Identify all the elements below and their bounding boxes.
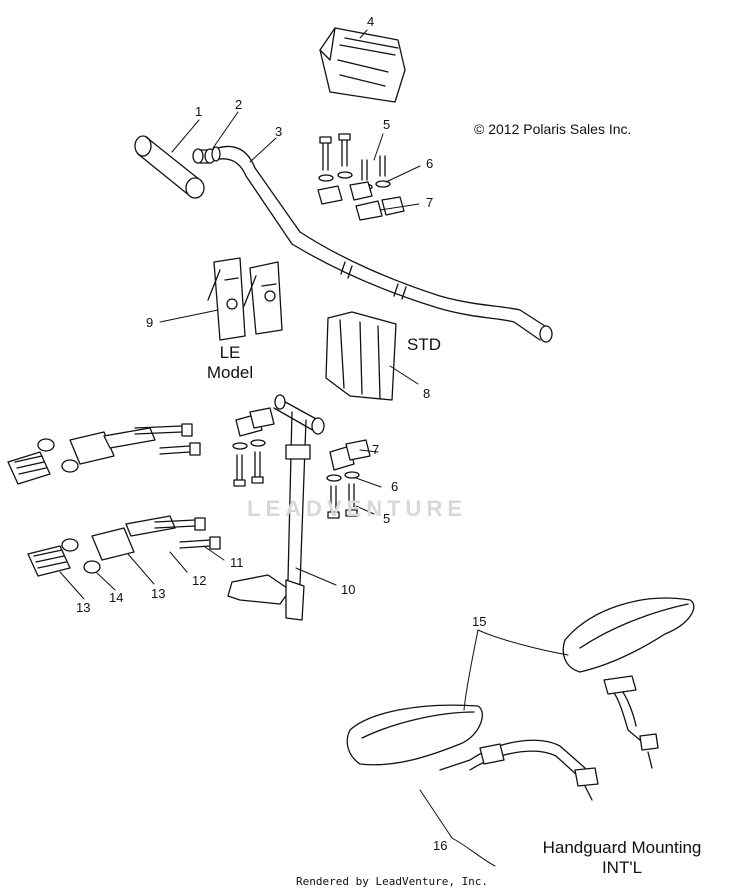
std-label: STD bbox=[407, 335, 441, 354]
callout-1: 1 bbox=[195, 104, 203, 119]
le-label-line2: Model bbox=[206, 363, 254, 382]
callout-6-upper: 6 bbox=[426, 156, 434, 171]
callout-9: 9 bbox=[146, 315, 154, 330]
le-risers bbox=[207, 257, 283, 341]
footer-credit: Rendered by LeadVenture, Inc. bbox=[296, 875, 489, 888]
left-hardware-lower bbox=[27, 515, 221, 577]
callout-14: 14 bbox=[109, 590, 124, 605]
callout-4: 4 bbox=[367, 14, 375, 29]
callout-11: 11 bbox=[230, 555, 244, 570]
steering-post bbox=[227, 394, 325, 621]
left-hardware-upper bbox=[7, 423, 201, 485]
upper-clamp-hardware bbox=[317, 133, 405, 221]
callout-2: 2 bbox=[235, 97, 243, 112]
std-riser bbox=[325, 311, 397, 401]
callout-7-lower: 7 bbox=[372, 442, 380, 457]
lower-clamp-hardware bbox=[232, 407, 371, 519]
callout-3: 3 bbox=[275, 124, 283, 139]
handlebar bbox=[211, 145, 553, 343]
handguard-label-line2: INT'L bbox=[601, 858, 643, 877]
handguards bbox=[346, 597, 695, 801]
watermark: LEADVENTURE bbox=[247, 496, 468, 521]
leader-lines bbox=[59, 29, 569, 867]
grip bbox=[134, 135, 205, 199]
copyright-notice: © 2012 Polaris Sales Inc. bbox=[474, 121, 632, 137]
callout-15: 15 bbox=[472, 614, 487, 629]
callout-5-lower: 5 bbox=[383, 511, 391, 526]
callout-12: 12 bbox=[192, 573, 207, 588]
handguard-label: Handguard Mounting INT'L bbox=[534, 838, 710, 878]
le-label-line1: LE bbox=[219, 343, 241, 362]
callout-8: 8 bbox=[423, 386, 431, 401]
le-model-label: LE Model bbox=[200, 343, 260, 383]
callout-13-right: 13 bbox=[151, 586, 166, 601]
callout-7-upper: 7 bbox=[426, 195, 434, 210]
handlebar-pad bbox=[319, 27, 406, 103]
callout-10: 10 bbox=[341, 582, 356, 597]
callout-13-left: 13 bbox=[76, 600, 91, 615]
callout-5-upper: 5 bbox=[383, 117, 391, 132]
handguard-label-line1: Handguard Mounting bbox=[542, 838, 702, 857]
callout-16: 16 bbox=[433, 838, 448, 853]
callout-6-lower: 6 bbox=[391, 479, 399, 494]
